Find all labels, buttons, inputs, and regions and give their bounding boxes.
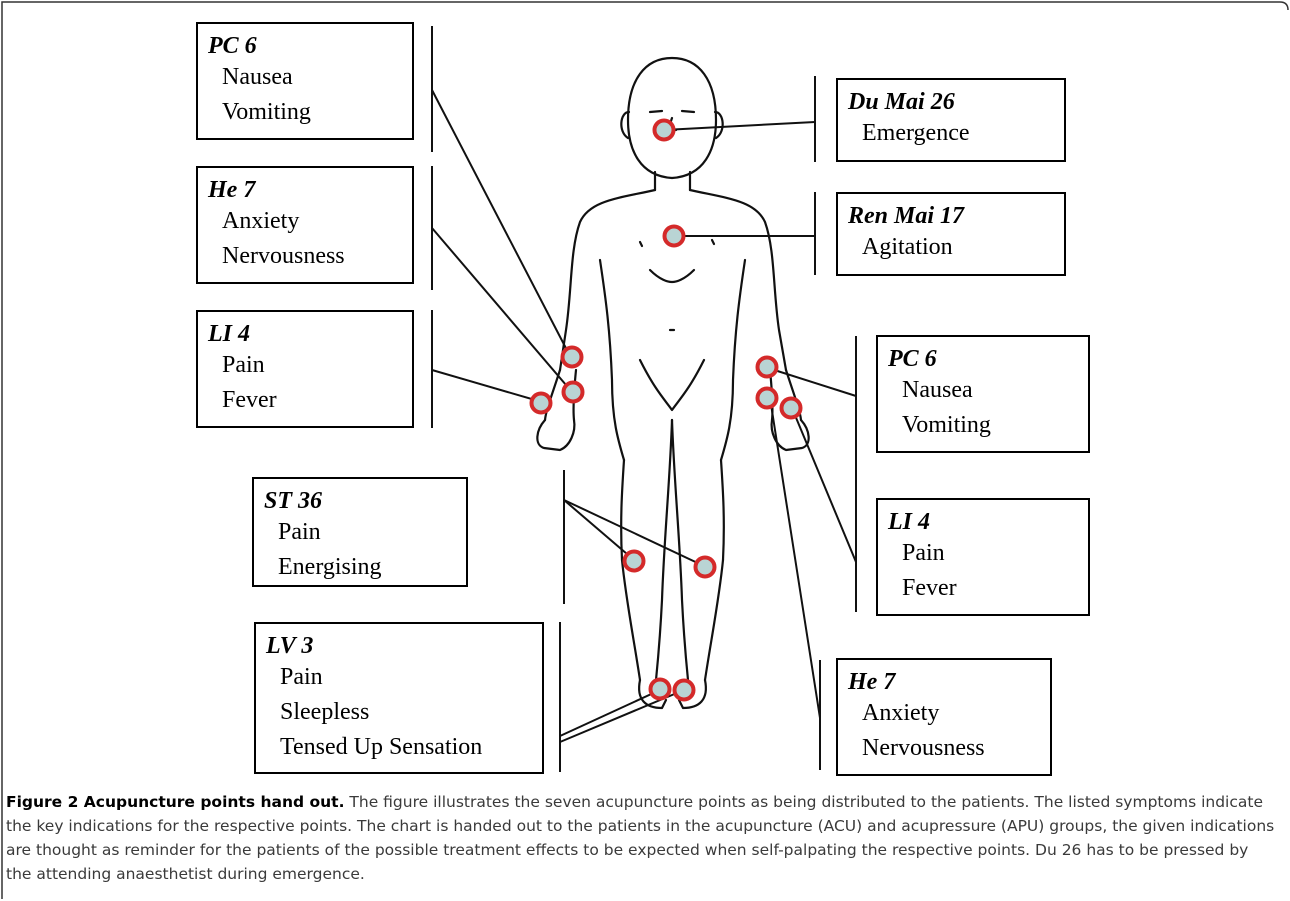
indication: Tensed Up Sensation (266, 730, 542, 765)
point-name: LI 4 (208, 320, 412, 348)
point-name: LI 4 (888, 508, 1088, 536)
indication: Fever (888, 571, 1088, 606)
point-marker-pc6-right (758, 358, 777, 377)
label-box-pc6-right: PC 6 Nausea Vomiting (876, 335, 1090, 453)
label-box-he7-left: He 7 Anxiety Nervousness (196, 166, 414, 284)
indication: Nervousness (208, 239, 412, 274)
label-box-he7-right: He 7 Anxiety Nervousness (836, 658, 1052, 776)
point-marker-he7-right (758, 389, 777, 408)
point-name: PC 6 (888, 345, 1088, 373)
point-marker-li4-left (532, 394, 551, 413)
point-name: ST 36 (264, 487, 466, 515)
indication: Pain (208, 348, 412, 383)
figure-caption: Figure 2 Acupuncture points hand out. Th… (6, 790, 1276, 886)
label-box-du26: Du Mai 26 Emergence (836, 78, 1066, 162)
point-markers (532, 121, 801, 700)
point-marker-lv3-left (651, 680, 670, 699)
point-name: LV 3 (266, 632, 542, 660)
indication: Sleepless (266, 695, 542, 730)
label-box-ren17: Ren Mai 17 Agitation (836, 192, 1066, 276)
point-name: He 7 (208, 176, 412, 204)
point-name: PC 6 (208, 32, 412, 60)
indication: Nausea (888, 373, 1088, 408)
indication: Agitation (848, 230, 1064, 265)
label-box-li4-left: LI 4 Pain Fever (196, 310, 414, 428)
indication: Anxiety (208, 204, 412, 239)
indication: Nausea (208, 60, 412, 95)
point-marker-he7-left (564, 383, 583, 402)
indication: Fever (208, 383, 412, 418)
point-name: Ren Mai 17 (848, 202, 1064, 230)
indication: Emergence (848, 116, 1064, 151)
indication: Energising (264, 550, 466, 585)
point-name: He 7 (848, 668, 1050, 696)
point-marker-du26 (655, 121, 674, 140)
indication: Pain (888, 536, 1088, 571)
point-marker-pc6-left (563, 348, 582, 367)
point-marker-ren17 (665, 227, 684, 246)
label-box-pc6-left: PC 6 Nausea Vomiting (196, 22, 414, 140)
label-box-li4-right: LI 4 Pain Fever (876, 498, 1090, 616)
label-box-st36: ST 36 Pain Energising (252, 477, 468, 587)
indication: Anxiety (848, 696, 1050, 731)
indication: Pain (266, 660, 542, 695)
point-marker-lv3-right (675, 681, 694, 700)
indication: Pain (264, 515, 466, 550)
indication: Vomiting (888, 408, 1088, 443)
point-name: Du Mai 26 (848, 88, 1064, 116)
caption-title: Figure 2 Acupuncture points hand out. (6, 793, 344, 811)
indication: Nervousness (848, 731, 1050, 766)
point-marker-st36-right (696, 558, 715, 577)
indication: Vomiting (208, 95, 412, 130)
point-marker-st36-left (625, 552, 644, 571)
point-marker-li4-right (782, 399, 801, 418)
label-box-lv3: LV 3 Pain Sleepless Tensed Up Sensation (254, 622, 544, 774)
